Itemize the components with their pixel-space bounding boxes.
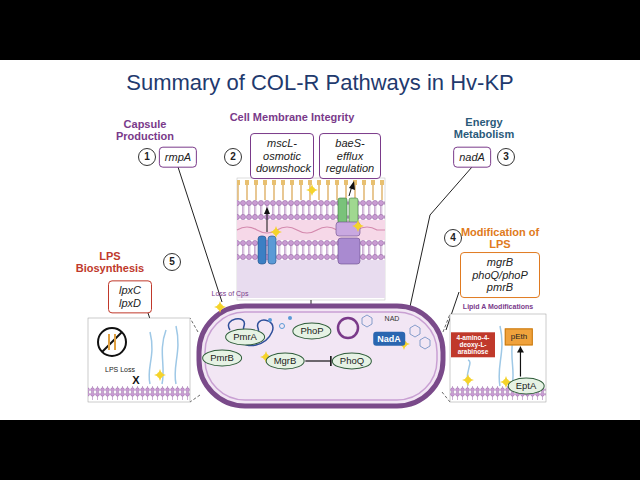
enzyme-box: NadA	[373, 332, 405, 346]
callout-number: 4	[444, 229, 462, 247]
node-text: PhoQ	[340, 356, 364, 367]
text-label: LPS Loss	[95, 366, 145, 374]
gene-box: mscL- osmotic downshock	[250, 133, 314, 179]
callout-number: 1	[138, 148, 156, 166]
node-text: PhoP	[300, 326, 323, 337]
callout-number: 5	[163, 253, 181, 271]
node-text: baeS- efflux regulation	[325, 137, 375, 175]
protein-ellipse: PhoQ	[332, 353, 372, 370]
node-text: nadA	[459, 151, 485, 164]
callout-number: 3	[497, 148, 515, 166]
callout-number: 2	[224, 148, 242, 166]
text-label: Capsule Production	[105, 118, 185, 143]
node-text: PmrB	[210, 353, 234, 364]
gene-box: lpxC lpxD	[108, 280, 152, 313]
node-text: 5	[169, 256, 175, 268]
node-text: 3	[503, 151, 509, 163]
node-text: 2	[230, 151, 236, 163]
protein-ellipse: PhoP	[292, 323, 331, 340]
modification-box: 4-amino-4-deoxy-L-arabinose	[451, 332, 495, 357]
node-text: NadA	[377, 334, 401, 344]
gene-box: rmpA	[159, 147, 197, 168]
text-label: X	[130, 374, 142, 386]
gene-box: baeS- efflux regulation	[319, 133, 381, 179]
node-text: rmpA	[165, 151, 191, 164]
node-text: EptA	[516, 381, 537, 392]
connector	[517, 347, 524, 377]
node-text: PmrA	[233, 332, 257, 343]
gene-box: nadA	[453, 147, 491, 168]
text-label: Lipid A Modifications	[453, 303, 543, 311]
protein-ellipse: PmrA	[225, 329, 265, 346]
node-text: 4-amino-4-deoxy-L-arabinose	[454, 334, 492, 355]
protein-ellipse: EptA	[508, 378, 545, 395]
node-text: MgrB	[274, 356, 297, 367]
text-label: Cell Membrane Integrity	[227, 111, 357, 123]
slide-title: Summary of COL-R Pathways in Hv-KP	[0, 70, 640, 96]
text-label: NAD	[377, 315, 407, 323]
node-text: lpxC lpxD	[114, 284, 146, 309]
protein-ellipse: PmrB	[202, 350, 242, 367]
connector	[305, 356, 331, 366]
protein-ellipse: MgrB	[266, 353, 305, 370]
node-text: mscL- osmotic downshock	[256, 137, 308, 175]
node-text: mgrB phoQ/phoP pmrB	[466, 256, 534, 294]
text-label: Loss of Cps	[205, 290, 255, 298]
text-label: Energy Metabolism	[444, 116, 524, 141]
text-label: Modification of LPS	[455, 226, 545, 251]
node-text: 4	[450, 232, 456, 244]
text-label: LPS Biosynthesis	[70, 250, 150, 275]
gene-box: mgrB phoQ/phoP pmrB	[460, 252, 540, 298]
node-text: pEth	[511, 332, 527, 341]
node-text: 1	[144, 151, 150, 163]
modification-box: pEth	[505, 328, 533, 345]
